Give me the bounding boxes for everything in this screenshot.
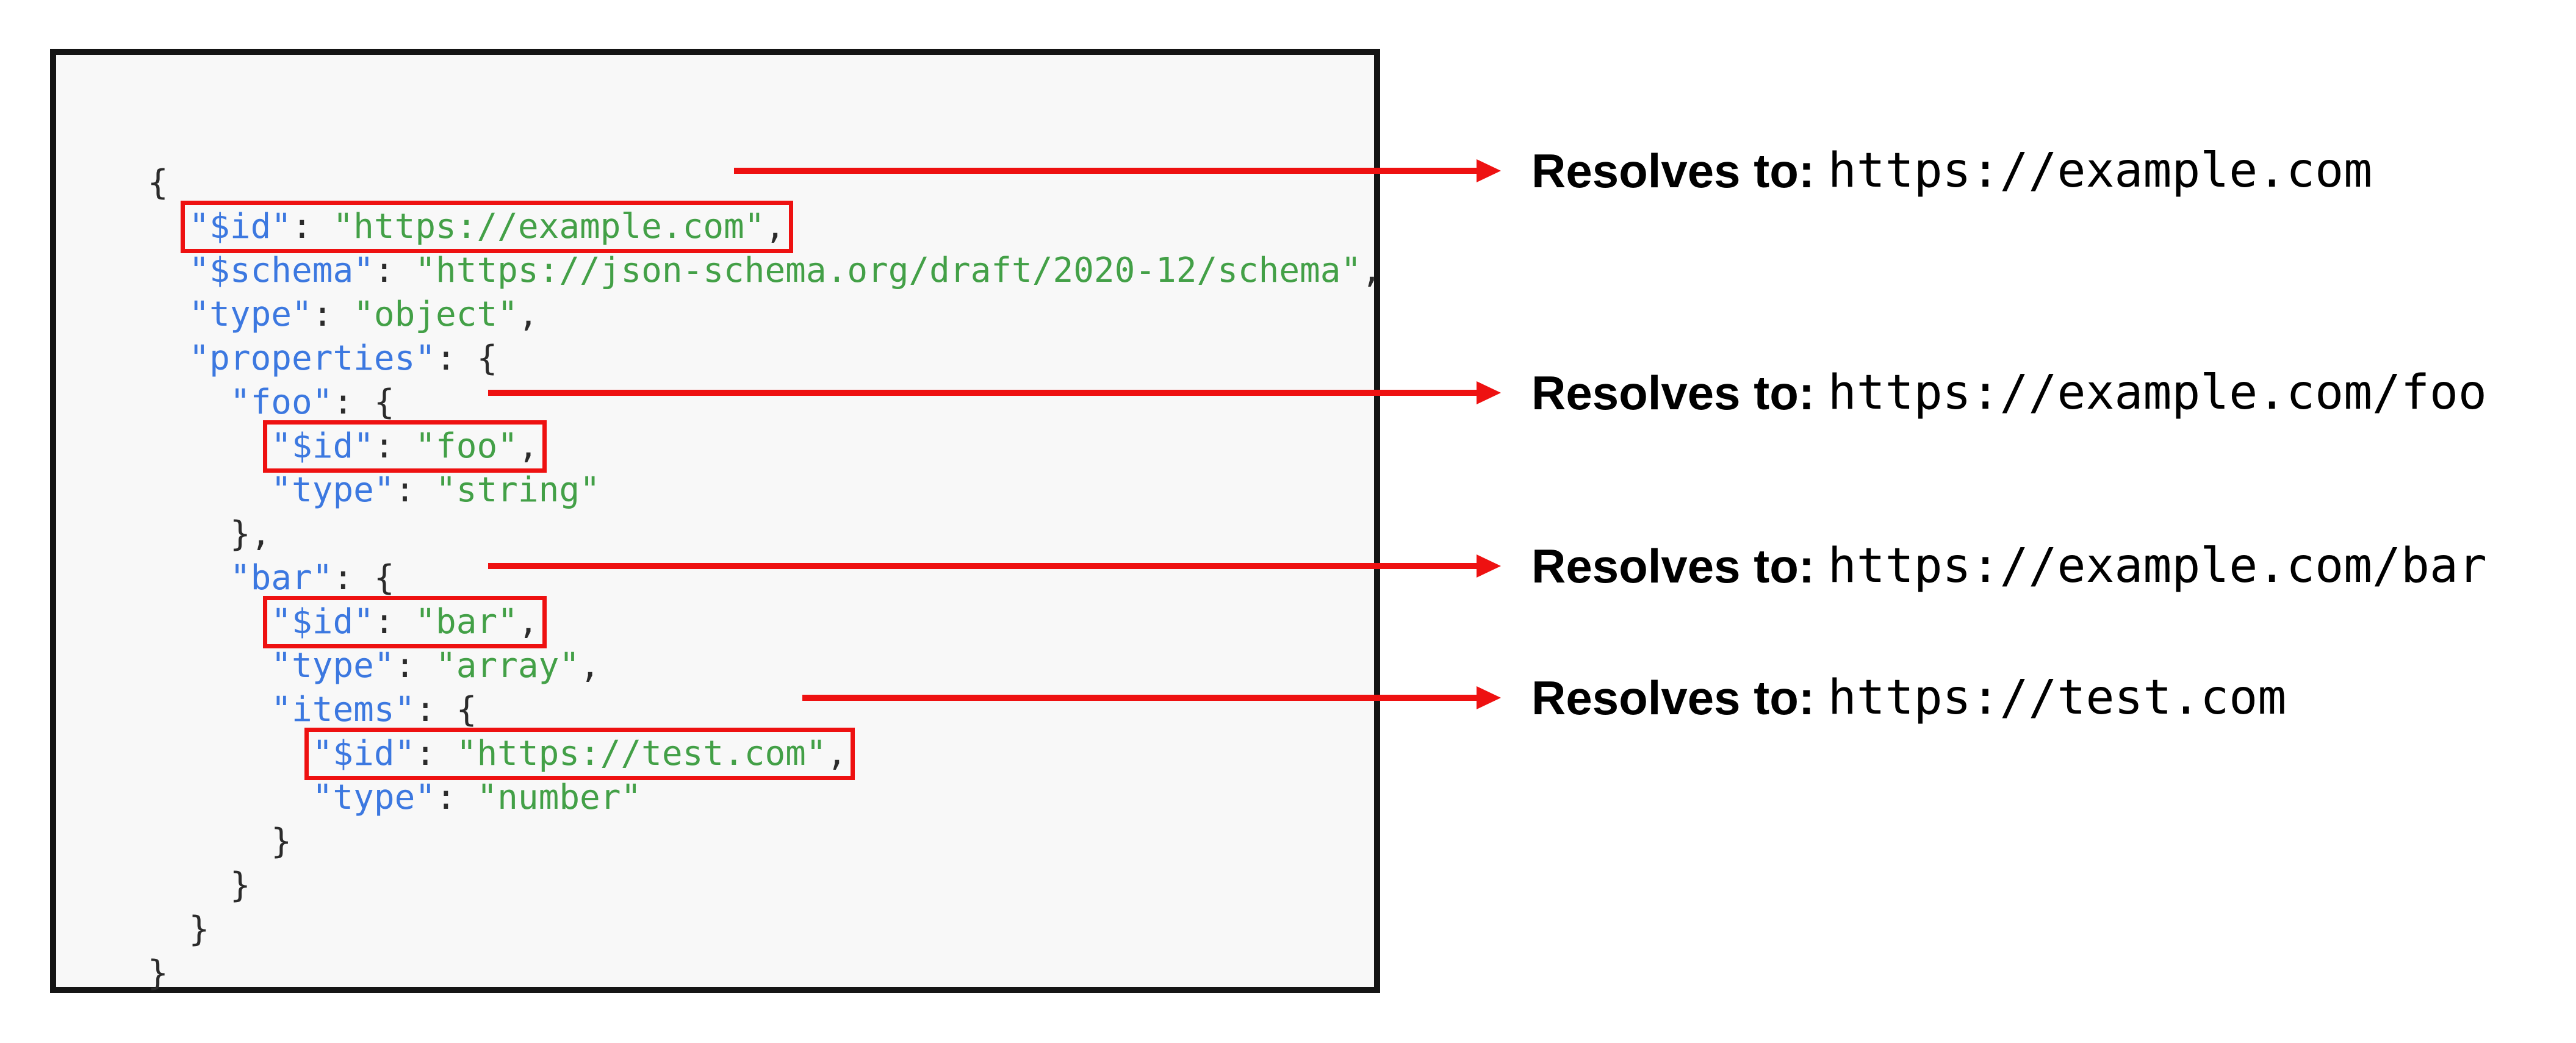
code-token: : xyxy=(394,470,436,510)
code-line: "properties": { xyxy=(148,337,1382,381)
code-token: "properties" xyxy=(189,339,436,378)
code-line: } xyxy=(148,952,1382,995)
code-token: "foo" xyxy=(229,382,333,422)
resolves-label: Resolves to: xyxy=(1531,143,1815,198)
code-token: "number" xyxy=(477,778,642,817)
annotation-row: Resolves to: https://example.com/bar xyxy=(1531,539,2487,593)
code-line: } xyxy=(148,908,1382,952)
code-token: : xyxy=(373,602,416,642)
code-token: , xyxy=(517,426,539,466)
resolved-url: https://example.com xyxy=(1827,143,2373,198)
code-token: "foo" xyxy=(415,426,518,466)
code-token: } xyxy=(271,822,292,861)
resolved-url: https://test.com xyxy=(1827,670,2287,725)
code-token: : xyxy=(394,646,436,686)
code-token: "type" xyxy=(271,470,395,510)
code-token: "$id" xyxy=(189,207,292,246)
code-token: } xyxy=(229,866,251,905)
code-token: "string" xyxy=(436,470,600,510)
code-token: , xyxy=(826,734,847,773)
annotation-row: Resolves to: https://example.com/foo xyxy=(1531,365,2487,420)
code-token: "https://test.com" xyxy=(456,734,827,773)
code-token: "$id" xyxy=(271,426,374,466)
code-token: : { xyxy=(333,382,395,422)
code-token: : xyxy=(292,207,333,246)
code-token: } xyxy=(189,909,210,949)
code-token: : { xyxy=(436,339,498,378)
arrow-head-icon xyxy=(1477,159,1501,182)
code-token: "items" xyxy=(271,690,416,729)
code-token: "$schema" xyxy=(189,251,374,290)
resolved-url: https://example.com/foo xyxy=(1827,365,2487,420)
code-token: : xyxy=(436,778,477,817)
code-token: "type" xyxy=(189,295,312,334)
arrow-head-icon xyxy=(1477,686,1501,709)
code-line: "$schema": "https://json-schema.org/draf… xyxy=(148,249,1382,293)
highlight-box: "$id": "bar", xyxy=(267,600,542,644)
code-token: "bar" xyxy=(229,558,333,598)
resolves-label: Resolves to: xyxy=(1531,539,1815,593)
code-line: "$id": "bar", xyxy=(148,600,1382,644)
code-line: { xyxy=(148,161,1382,205)
code-line: "foo": { xyxy=(148,381,1382,425)
code-token: , xyxy=(765,207,786,246)
code-token: "$id" xyxy=(271,602,374,642)
code-token: : xyxy=(312,295,354,334)
code-token: "type" xyxy=(312,778,436,817)
code-token: , xyxy=(517,602,539,642)
code-line: "items": { xyxy=(148,688,1382,732)
code-token: : { xyxy=(333,558,395,598)
annotation-row: Resolves to: https://test.com xyxy=(1531,670,2287,725)
code-token: }, xyxy=(229,514,272,554)
highlight-box: "$id": "https://example.com", xyxy=(185,205,790,249)
code-token: "$id" xyxy=(312,734,416,773)
code-token: , xyxy=(1361,251,1382,290)
code-line: "bar": { xyxy=(148,556,1382,600)
code-token: , xyxy=(580,646,600,686)
code-token: "https://json-schema.org/draft/2020-12/s… xyxy=(415,251,1362,290)
resolved-url: https://example.com/bar xyxy=(1827,539,2487,593)
resolves-label: Resolves to: xyxy=(1531,670,1815,725)
code-token: "bar" xyxy=(415,602,518,642)
code-token: : xyxy=(373,426,416,466)
code-line: "$id": "foo", xyxy=(148,425,1382,468)
code-line: "$id": "https://test.com", xyxy=(148,732,1382,776)
code-line: "type": "string" xyxy=(148,468,1382,512)
code-token: "array" xyxy=(436,646,580,686)
code-token: "https://example.com" xyxy=(333,207,765,246)
arrow-head-icon xyxy=(1477,554,1501,578)
code-token: : { xyxy=(415,690,477,729)
code-line: "type": "number" xyxy=(148,776,1382,820)
code-token: } xyxy=(148,953,168,993)
code-line: } xyxy=(148,864,1382,908)
code-token: : xyxy=(373,251,416,290)
code-line: "$id": "https://example.com", xyxy=(148,205,1382,249)
highlight-box: "$id": "https://test.com", xyxy=(308,732,851,776)
code-line: } xyxy=(148,820,1382,864)
highlight-box: "$id": "foo", xyxy=(267,425,542,468)
annotation-row: Resolves to: https://example.com xyxy=(1531,143,2373,198)
code-line: }, xyxy=(148,512,1382,556)
code-token: "object" xyxy=(353,295,518,334)
code-lines: { "$id": "https://example.com", "$schema… xyxy=(148,161,1382,995)
code-line: "type": "array", xyxy=(148,644,1382,688)
code-panel: { "$id": "https://example.com", "$schema… xyxy=(50,49,1382,995)
code-token: "type" xyxy=(271,646,395,686)
resolves-label: Resolves to: xyxy=(1531,365,1815,420)
code-token: , xyxy=(517,295,539,334)
code-line: "type": "object", xyxy=(148,293,1382,337)
code-token: : xyxy=(415,734,456,773)
code-token: { xyxy=(148,163,168,203)
arrow-head-icon xyxy=(1477,381,1501,404)
